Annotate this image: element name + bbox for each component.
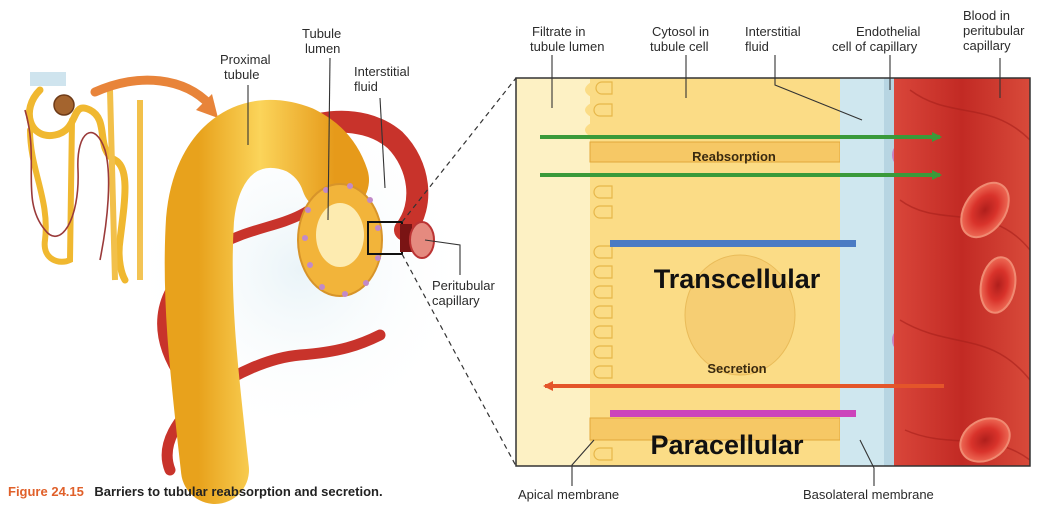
figure-caption: Figure 24.15 Barriers to tubular reabsor… xyxy=(8,483,383,500)
zoom-arrowhead-icon xyxy=(196,94,218,118)
transcellular-label: Transcellular xyxy=(654,264,821,294)
label-peritubular-capillary: Peritubular capillary xyxy=(432,278,499,308)
red-blood-cells xyxy=(959,181,1017,463)
panel-border xyxy=(515,77,1031,467)
capillary-opening xyxy=(409,221,435,259)
filtrate-lumen-region xyxy=(516,78,590,466)
transcellular-bar xyxy=(610,240,856,247)
right-leaders xyxy=(551,55,1001,486)
left-leaders xyxy=(247,57,461,275)
capillary-vessel-lower xyxy=(161,329,386,476)
label-apical-membrane: Apical membrane xyxy=(518,487,619,502)
enlarged-panel xyxy=(515,77,1031,467)
apical-microvilli xyxy=(593,81,613,461)
label-proximal-tubule: Proximal tubule xyxy=(220,52,274,82)
reabsorption-label: Reabsorption xyxy=(692,149,776,164)
proximal-tubule-illustration xyxy=(130,99,470,504)
label-blood: Blood in peritubular capillary xyxy=(963,8,1028,53)
label-filtrate: Filtrate in tubule lumen xyxy=(530,24,604,54)
tubule-lumen-area xyxy=(316,203,364,267)
label-interstitial-fluid-right: Interstitial fluid xyxy=(745,24,804,54)
caption-number: Figure 24.15 xyxy=(8,484,84,499)
glomerulus-highlight xyxy=(30,72,66,86)
label-cytosol: Cytosol in tubule cell xyxy=(650,24,713,54)
label-tubule-lumen: Tubule lumen xyxy=(302,26,345,56)
interstitial-fluid-region xyxy=(840,78,890,466)
cell-nucleus xyxy=(684,254,796,376)
zoom-line-bottom xyxy=(401,253,517,467)
secretion-label: Secretion xyxy=(707,361,766,376)
caption-text: Barriers to tubular reabsorption and sec… xyxy=(94,484,382,499)
peritubular-vessels-small xyxy=(24,109,110,261)
zoom-arrow-body xyxy=(90,75,215,110)
paracellular-bar xyxy=(610,410,856,417)
label-endothelial: Endothelial cell of capillary xyxy=(832,24,924,54)
capillary-cut-section xyxy=(400,224,412,252)
endothelial-layer xyxy=(884,78,894,466)
nephron-tubule xyxy=(25,86,129,284)
glomerulus-icon xyxy=(53,94,75,116)
zoom-line-top xyxy=(401,77,517,223)
label-interstitial-fluid-left: Interstitial fluid xyxy=(354,64,413,94)
proximal-tubule-body xyxy=(164,99,369,504)
label-basolateral-membrane: Basolateral membrane xyxy=(803,487,934,502)
loop-of-henle xyxy=(27,117,75,265)
paracellular-label: Paracellular xyxy=(650,430,804,460)
